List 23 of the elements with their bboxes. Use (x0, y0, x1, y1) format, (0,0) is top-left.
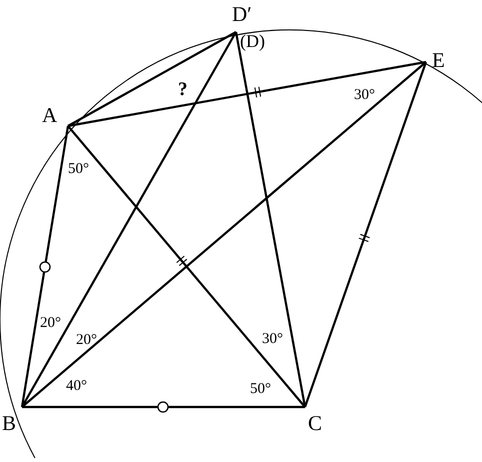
angle-label: 30° (354, 88, 375, 103)
angle-label: 20° (40, 316, 61, 331)
line-segment (21, 61, 427, 408)
angle-label: 40° (66, 379, 87, 394)
point-label: C (308, 413, 322, 434)
point-label: B (2, 413, 16, 434)
line-segment (234, 32, 306, 408)
line-segment (304, 62, 428, 408)
point-label: E (432, 50, 445, 71)
line-segment (67, 125, 306, 408)
angle-label: 50° (250, 382, 271, 397)
point-label: (D) (240, 32, 265, 50)
point-label: D′ (232, 4, 252, 25)
line-segment (21, 31, 237, 408)
line-segment (22, 406, 305, 408)
angle-label: 20° (76, 333, 97, 348)
angle-label: 50° (68, 162, 89, 177)
unknown-angle-label: ? (178, 80, 188, 99)
line-segment (20, 126, 70, 408)
line-segment (68, 60, 426, 128)
point-label: A (42, 105, 58, 126)
line-segment (67, 31, 237, 127)
angle-label: 30° (262, 332, 283, 347)
